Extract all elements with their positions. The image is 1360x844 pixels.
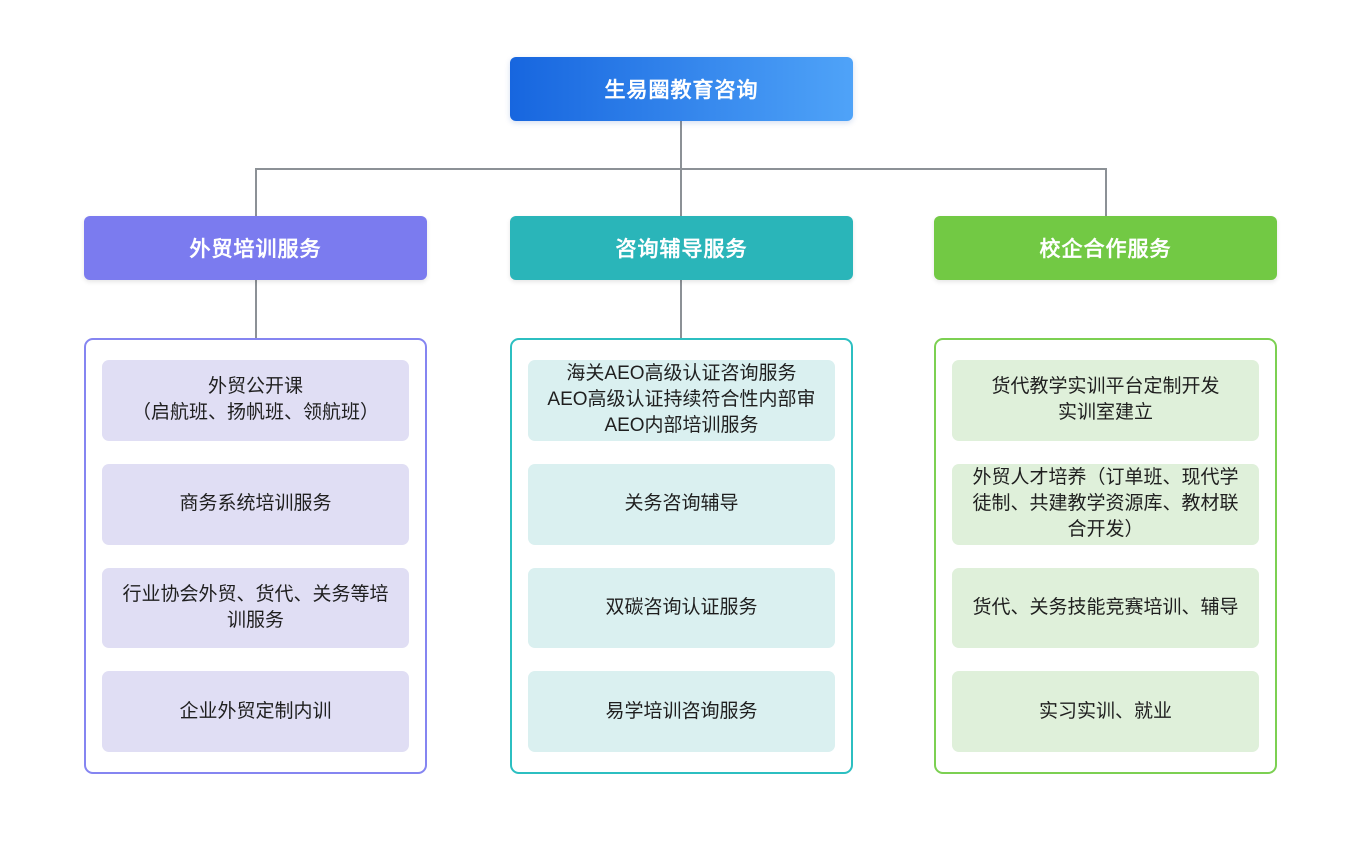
branch-item-line: 实习实训、就业 (1038, 700, 1172, 722)
connector-branch0-vertical (255, 280, 257, 338)
branch-item: 实习实训、就业 (952, 671, 1259, 752)
connector-horizontal (255, 168, 1106, 170)
branch-item-line: 货代教学实训平台定制开发 (991, 376, 1220, 398)
branch-item-line: 实训室建立 (1057, 402, 1153, 424)
branch-item-line: AEO内部培训服务 (604, 415, 759, 437)
branch-item-line: 货代、关务技能竞赛培训、辅导 (972, 596, 1239, 618)
branch-item-line: 外贸人才培养（订单班、现代学徒制、共建教学资源库、教材联合开发） (972, 467, 1239, 541)
branch-item: 易学培训咨询服务 (528, 671, 835, 752)
branch-item-line: （启航班、扬帆班、领航班） (131, 402, 379, 424)
branch-container: 外贸公开课 （启航班、扬帆班、领航班） 商务系统培训服务行业协会外贸、货代、关务等培… (84, 338, 427, 774)
branch-item-line: 关务咨询辅导 (624, 493, 739, 515)
branch-header: 咨询辅导服务 (510, 216, 853, 280)
branch-header: 外贸培训服务 (84, 216, 427, 280)
root-node: 生易圈教育咨询 (510, 57, 853, 121)
branch-header-label: 校企合作服务 (1039, 238, 1172, 261)
branch-header-label: 外贸培训服务 (189, 238, 322, 261)
branch-item: 货代教学实训平台定制开发实训室建立 (952, 360, 1259, 441)
branch-item: 货代、关务技能竞赛培训、辅导 (952, 567, 1259, 649)
branch-item: 企业外贸定制内训 (102, 671, 409, 752)
branch-container: 海关AEO高级认证咨询服务 AEO高级认证持续符合性内部审 AEO内部培训服务关务咨… (510, 338, 853, 774)
branch-item-line: AEO高级认证持续符合性内部审 (547, 389, 816, 411)
branch-item-line: 海关AEO高级认证咨询服务 (566, 363, 797, 385)
connector-branch1-vertical (680, 280, 682, 338)
branch-item: 外贸人才培养（订单班、现代学徒制、共建教学资源库、教材联合开发） (952, 463, 1259, 545)
branch-item: 商务系统培训服务 (102, 463, 409, 545)
branch-item: 双碳咨询认证服务 (528, 567, 835, 649)
branch-item-line: 易学培训咨询服务 (605, 700, 758, 722)
branch-header: 校企合作服务 (934, 216, 1277, 280)
branch-item-line: 双碳咨询认证服务 (605, 596, 758, 618)
branch-container: 货代教学实训平台定制开发实训室建立外贸人才培养（订单班、现代学徒制、共建教学资源… (934, 338, 1277, 774)
branch-item: 外贸公开课 （启航班、扬帆班、领航班） (102, 360, 409, 441)
branch-item: 关务咨询辅导 (528, 463, 835, 545)
branch-item-line: 企业外贸定制内训 (179, 700, 332, 722)
branch-item: 行业协会外贸、货代、关务等培训服务 (102, 567, 409, 649)
connector-right-vertical (1105, 168, 1107, 216)
branch-header-label: 咨询辅导服务 (615, 238, 748, 261)
root-node-label: 生易圈教育咨询 (604, 79, 759, 102)
connector-left-vertical (255, 168, 257, 216)
branch-item: 海关AEO高级认证咨询服务 AEO高级认证持续符合性内部审 AEO内部培训服务 (528, 360, 835, 441)
branch-item-line: 行业协会外贸、货代、关务等培训服务 (122, 583, 389, 631)
branch-item-line: 商务系统培训服务 (179, 493, 332, 515)
branch-item-line: 外贸公开课 (207, 376, 303, 398)
